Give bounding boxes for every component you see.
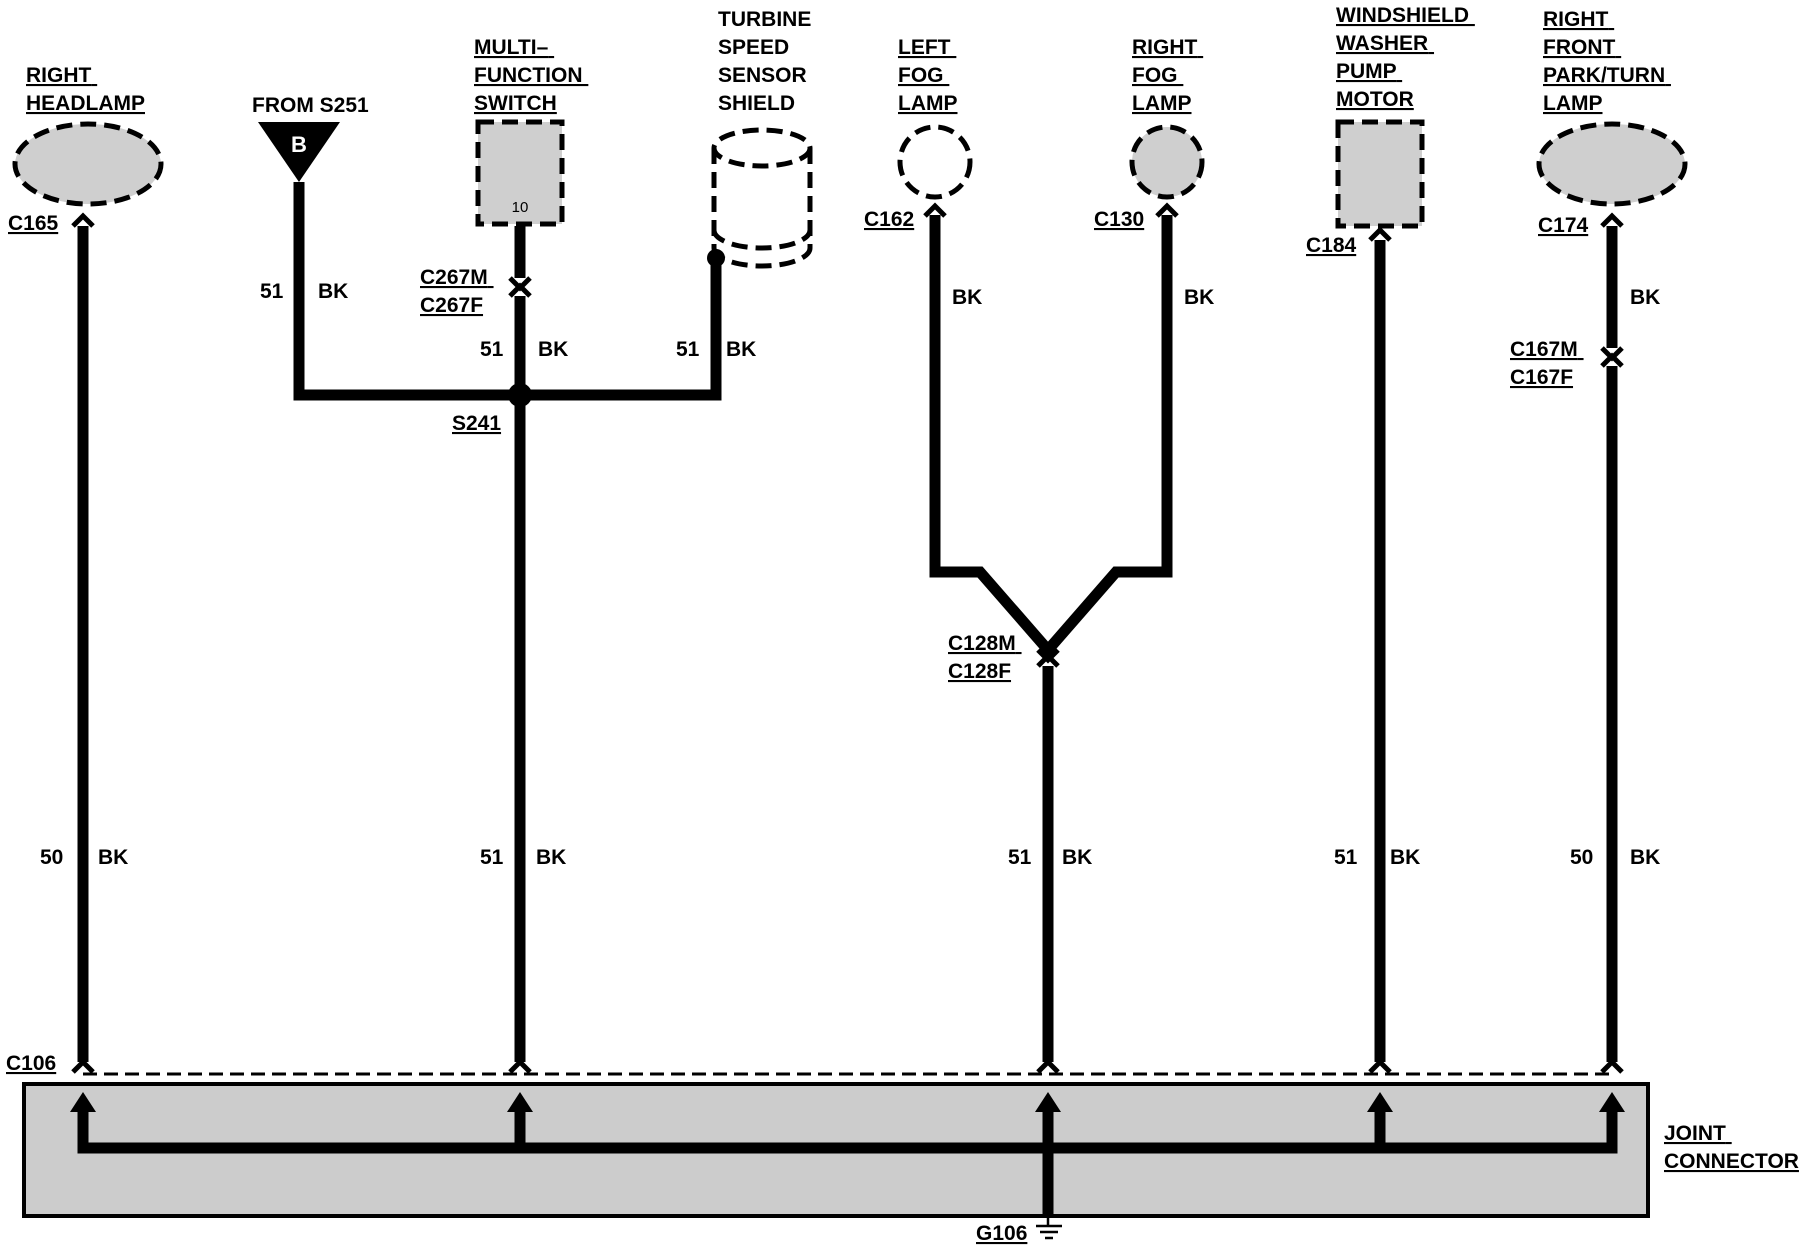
label-c184: C184 <box>1306 234 1357 257</box>
circuit-label: 51 <box>260 280 284 303</box>
color-label: BK <box>98 846 128 869</box>
circuit-label: 51 <box>1008 846 1032 869</box>
color-label: BK <box>952 286 982 309</box>
right-front-park-turn-lamp-symbol <box>1536 121 1688 207</box>
label-c128: C128M C128F <box>948 632 1022 683</box>
color-label: BK <box>536 846 566 869</box>
splice-b-triangle <box>258 122 340 182</box>
label-left-fog-lamp: LEFT FOG LAMP <box>898 36 958 115</box>
label-joint-connector: JOINT CONNECTOR <box>1664 1122 1799 1173</box>
label-right-headlamp: RIGHT HEADLAMP <box>26 64 145 115</box>
circuit-label: 50 <box>1570 846 1593 869</box>
label-g106: G106 <box>976 1222 1027 1245</box>
shield-drain-dot <box>707 249 725 267</box>
circuit-label: 51 <box>1334 846 1358 869</box>
color-label: BK <box>726 338 756 361</box>
label-c162: C162 <box>864 208 914 231</box>
windshield-washer-pump-motor-symbol <box>1335 119 1425 229</box>
label-c165: C165 <box>8 212 59 235</box>
splice-b-letter: B <box>291 132 307 157</box>
splice-s241-dot <box>508 383 532 407</box>
label-c167: C167M C167F <box>1510 338 1584 389</box>
label-multifunction-switch: MULTI– FUNCTION SWITCH <box>474 36 588 115</box>
color-label: BK <box>1630 846 1660 869</box>
joint-connector-bus <box>70 1092 1625 1218</box>
color-label: BK <box>538 338 568 361</box>
turbine-speed-sensor-shield-symbol <box>711 127 813 269</box>
color-label: BK <box>1184 286 1214 309</box>
connector-terminals <box>71 202 1624 1074</box>
label-right-fog-lamp: RIGHT FOG LAMP <box>1132 36 1203 115</box>
color-label: BK <box>1390 846 1420 869</box>
label-turbine-speed-sensor-shield: TURBINE SPEED SENSOR SHIELD <box>718 8 817 115</box>
multifunction-switch-pin: 10 <box>512 199 529 216</box>
label-c130: C130 <box>1094 208 1144 231</box>
label-s241: S241 <box>452 412 501 435</box>
left-fog-lamp-symbol <box>897 124 973 200</box>
right-headlamp-symbol <box>12 121 164 207</box>
multifunction-switch-symbol <box>475 119 565 227</box>
color-label: BK <box>1062 846 1092 869</box>
label-windshield-washer-pump-motor: WINDSHIELD WASHER PUMP MOTOR <box>1336 4 1475 111</box>
label-right-front-park-turn-lamp: RIGHT FRONT PARK/TURN LAMP <box>1543 8 1671 115</box>
circuit-label: 51 <box>480 338 504 361</box>
color-label: BK <box>318 280 348 303</box>
circuit-label: 51 <box>480 846 504 869</box>
circuit-label: 51 <box>676 338 700 361</box>
wire-labels: 51 BK 51 BK 51 BK BK BK BK 50 BK 51 BK 5… <box>40 280 1660 869</box>
label-c267: C267M C267F <box>420 266 494 317</box>
circuit-label: 50 <box>40 846 63 869</box>
color-label: BK <box>1630 286 1660 309</box>
label-c174: C174 <box>1538 214 1589 237</box>
wires <box>77 182 1618 1062</box>
ground-g106-symbol <box>1036 1218 1062 1240</box>
label-from-s251: FROM S251 <box>252 94 369 117</box>
label-c106: C106 <box>6 1052 56 1075</box>
right-fog-lamp-symbol <box>1129 124 1205 200</box>
